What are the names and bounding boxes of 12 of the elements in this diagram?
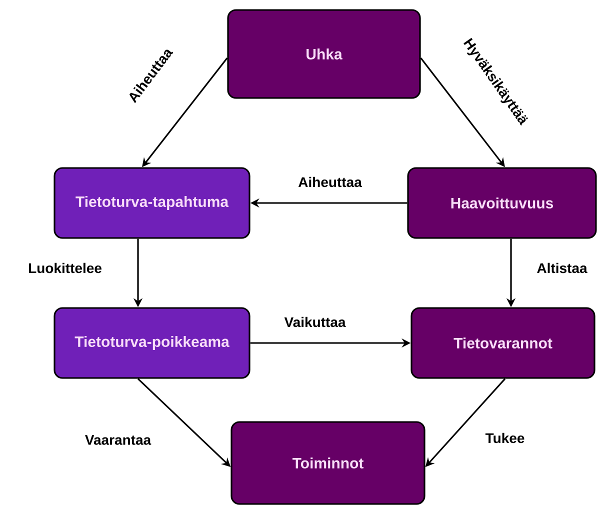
edge-label: Tukee [485, 432, 524, 444]
process-box: Tietoturva-tapahtuma [54, 167, 250, 239]
edge-label: Vaikuttaa [284, 316, 346, 328]
process-box: Toiminnot [230, 421, 426, 505]
edge-label: Aiheuttaa [298, 176, 362, 188]
process-box: Tietoturva-poikkeama [54, 307, 250, 379]
process-box: Tietovarannot [410, 307, 596, 379]
process-box: Uhka [227, 9, 421, 99]
edge-label: Altistaa [537, 262, 588, 274]
edge-label: Luokittelee [29, 262, 102, 274]
process-box: Haavoittuvuus [407, 167, 597, 239]
edge-label: Vaarantaa [85, 435, 152, 445]
